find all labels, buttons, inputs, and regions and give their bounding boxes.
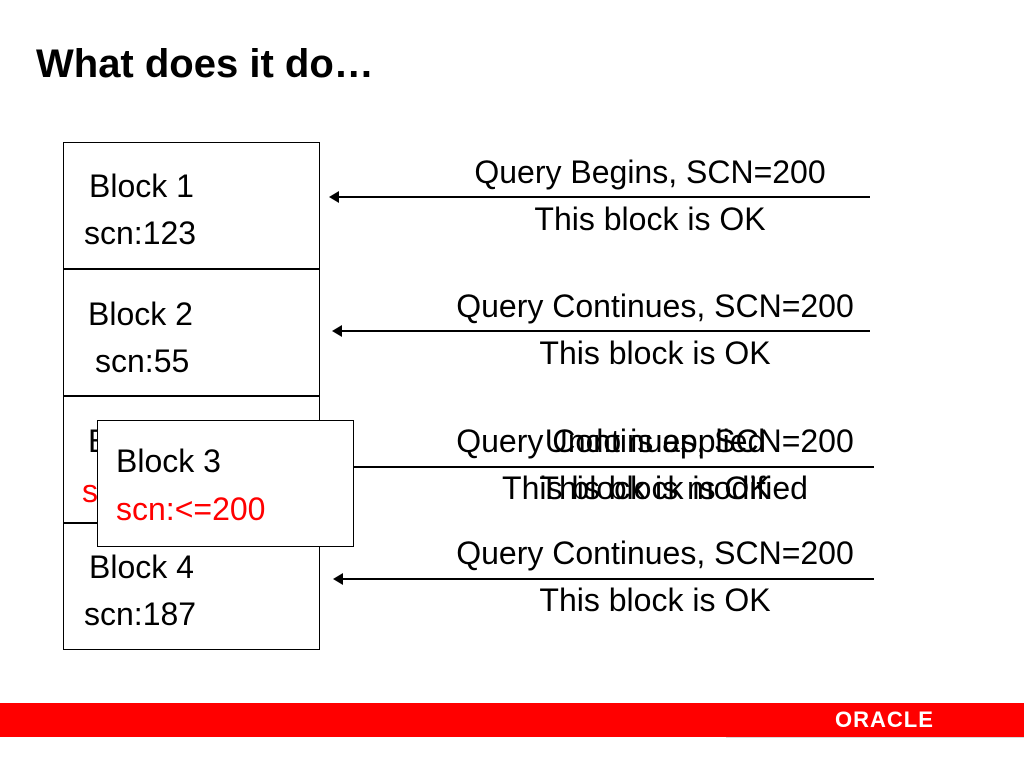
message-block-4-line2: This block is OK [539, 582, 771, 618]
footer-divider [726, 737, 1024, 738]
slide-title: What does it do… [36, 42, 374, 86]
message-block-1-line2: This block is OK [534, 201, 766, 237]
block-3-overlay-scn: scn:<=200 [116, 491, 266, 527]
block-3-overlay: Block 3 scn:<=200 [97, 420, 354, 547]
block-1-scn: scn:123 [84, 215, 197, 251]
block-4-scn: scn:187 [84, 596, 197, 632]
message-block-1: Query Begins, SCN=200 This block is OK [425, 156, 875, 235]
message-block-2-line2: This block is OK [539, 335, 771, 371]
arrow-block-4 [333, 573, 874, 585]
block-1-name: Block 1 [89, 168, 194, 204]
block-3-overlay-name: Block 3 [116, 443, 221, 479]
block-2-scn: scn:55 [95, 343, 190, 379]
oracle-logo: ORACLE [835, 707, 934, 732]
message-block-3: Query Continues, SCN=200 This block is m… [405, 425, 905, 504]
message-block-2: Query Continues, SCN=200 This block is O… [405, 290, 905, 369]
message-block-3-line2: This block is modified [502, 470, 808, 506]
overlay-message-line2: This block is OK [539, 470, 771, 506]
overlay-message-line1: Undo is applied [544, 423, 766, 459]
arrow-block-1 [329, 191, 870, 203]
message-block-2-line1: Query Continues, SCN=200 [456, 288, 854, 324]
message-block-3-line1: Query Continues, SCN=200 [456, 423, 854, 459]
message-block-4-line1: Query Continues, SCN=200 [456, 535, 854, 571]
block-1: Block 1 scn:123 [63, 142, 320, 269]
message-block-4: Query Continues, SCN=200 This block is O… [405, 537, 905, 616]
overlay-message: Undo is applied This block is OK [405, 425, 905, 504]
block-2: Block 2 scn:55 [63, 269, 320, 396]
footer-bar [0, 703, 1024, 737]
message-block-1-line1: Query Begins, SCN=200 [474, 154, 826, 190]
arrow-block-2 [332, 325, 870, 337]
block-4-name: Block 4 [89, 549, 194, 585]
block-2-name: Block 2 [88, 296, 193, 332]
